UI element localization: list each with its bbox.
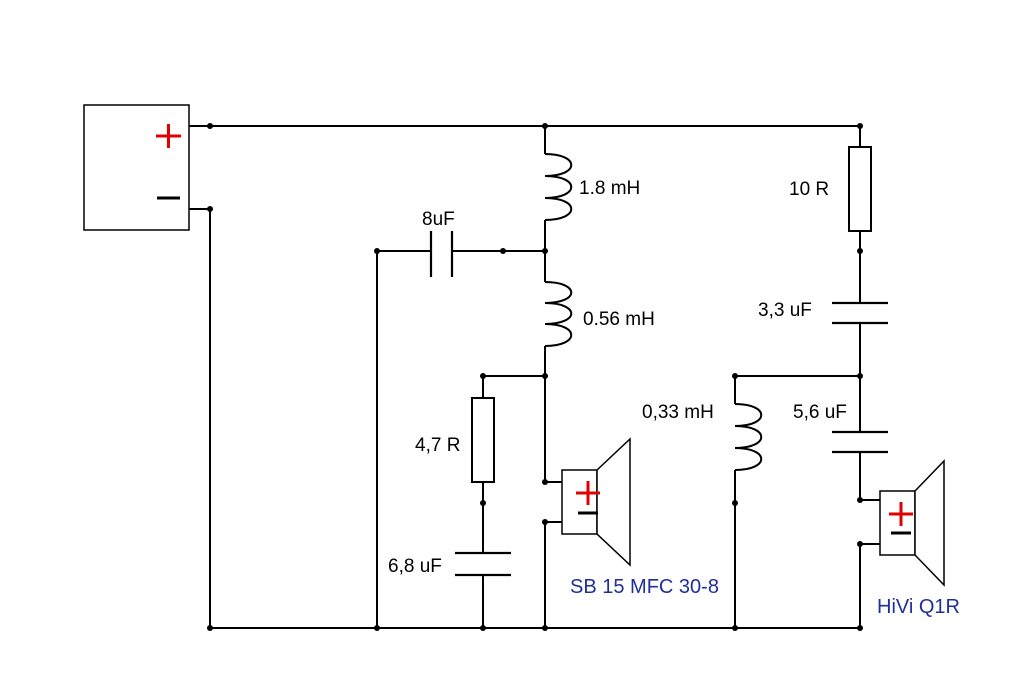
label-l2: 0.56 mH — [583, 309, 655, 330]
tweeter-label: HiVi Q1R — [877, 596, 960, 618]
label-c3: 3,3 uF — [758, 300, 812, 321]
label-c1: 8uF — [422, 209, 455, 230]
label-r1: 4,7 R — [415, 435, 460, 456]
inductor-l1 — [544, 153, 573, 221]
label-l3: 0,33 mH — [642, 402, 714, 423]
junction-dots — [207, 123, 863, 631]
label-c2: 6,8 uF — [388, 556, 442, 577]
wires — [189, 125, 880, 629]
source-terminal-box — [83, 104, 190, 231]
label-l1: 1.8 mH — [579, 178, 640, 199]
source-plus-icon — [156, 124, 181, 148]
capacitor-c1 — [429, 231, 454, 277]
resistor-r1 — [471, 397, 495, 483]
capacitor-c3 — [832, 301, 888, 325]
inductor-l2 — [544, 281, 573, 347]
inductor-l3 — [734, 403, 763, 471]
capacitor-c2 — [455, 551, 511, 577]
woofer-label: SB 15 MFC 30-8 — [570, 576, 719, 598]
label-c4: 5,6 uF — [793, 402, 847, 423]
woofer-speaker-icon — [561, 437, 631, 567]
capacitor-c4 — [832, 430, 888, 454]
label-r2: 10 R — [789, 179, 829, 200]
tweeter-speaker-icon — [879, 459, 945, 587]
resistor-r2 — [848, 146, 872, 232]
